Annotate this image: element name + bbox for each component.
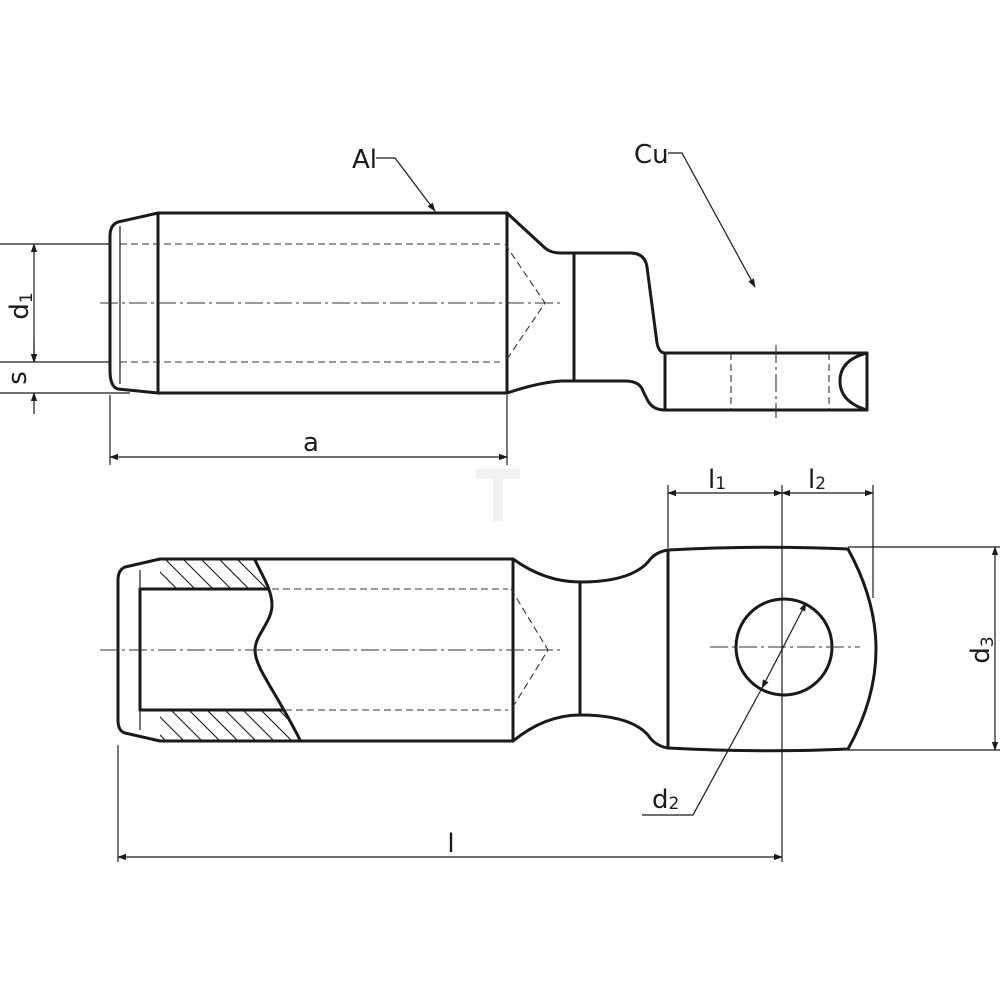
top-dimensions: d1 s a Al Cu (0, 140, 756, 465)
s-label: s (3, 371, 33, 385)
d3-label: d3 (966, 636, 998, 663)
l2-label: l2 (808, 465, 826, 495)
bottom-cu-upper (578, 548, 670, 584)
hatch-bottom (160, 709, 300, 740)
top-cu-upper (572, 251, 667, 355)
al-label: Al (352, 145, 377, 175)
top-neck-lower (505, 379, 576, 395)
top-neck-upper (505, 211, 576, 255)
al-leader (376, 157, 436, 212)
top-palm-curve (838, 351, 869, 412)
bottom-view (100, 545, 878, 753)
d2-diameter-line (761, 602, 807, 689)
top-cu-lower (572, 379, 667, 412)
watermark-mark (476, 469, 520, 522)
a-label: a (303, 428, 319, 458)
bottom-cu-lower (578, 713, 670, 750)
cu-leader (668, 152, 756, 288)
bottom-break-line (253, 558, 302, 742)
bottom-palm-outline (666, 545, 878, 753)
top-view (100, 211, 869, 418)
bottom-neck-lower (511, 713, 582, 743)
d2-leader (642, 687, 763, 816)
bottom-dimensions: l1 l2 d3 d2 l (117, 465, 1000, 862)
l-label: l (447, 829, 454, 859)
d2-label: d2 (652, 785, 679, 815)
d1-label: d1 (5, 292, 37, 319)
cu-label: Cu (634, 140, 669, 170)
bottom-neck-upper (511, 557, 582, 584)
l1-label: l1 (708, 465, 726, 495)
